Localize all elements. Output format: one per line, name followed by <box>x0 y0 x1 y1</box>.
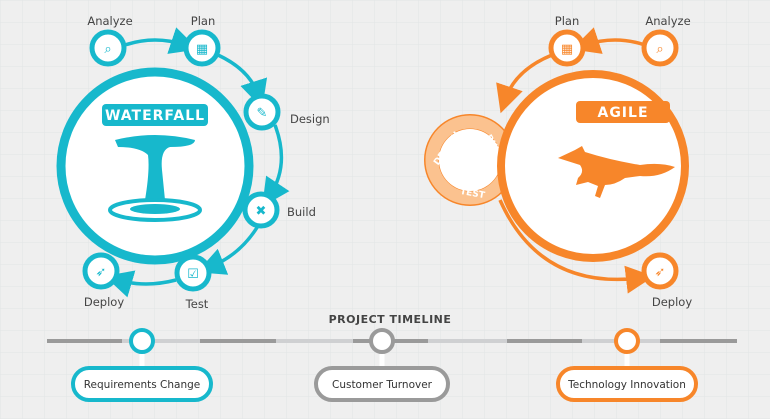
step-node-analyze[interactable] <box>641 29 679 67</box>
event-label-requirements: Requirements Change <box>84 379 201 391</box>
build-tools-icon: ✖ <box>256 204 267 219</box>
step-label-deploy: Deploy <box>652 295 692 309</box>
running-fox-icon <box>558 146 675 198</box>
timeline-marker-requirements[interactable] <box>129 328 155 354</box>
timeline-marker-technology[interactable] <box>614 328 640 354</box>
step-node-plan[interactable] <box>183 29 221 67</box>
flow-arrow <box>571 27 646 54</box>
test-checklist-icon: ☑ <box>187 267 199 282</box>
event-pill-customer[interactable] <box>314 366 450 402</box>
step-node-build[interactable] <box>242 191 280 229</box>
analyze-icon: ⌕ <box>656 42 663 57</box>
waterfall-badge <box>102 104 208 126</box>
timeline-title: PROJECT TIMELINE <box>329 313 452 326</box>
step-node-analyze[interactable] <box>89 29 127 67</box>
step-label-plan: Plan <box>191 14 215 28</box>
flow-arrow <box>197 225 260 275</box>
cycle-test: TEST <box>459 187 486 201</box>
plan-board-icon: ▦ <box>196 42 208 57</box>
flow-arrow <box>496 53 553 114</box>
step-node-design[interactable] <box>243 93 281 131</box>
flow-arrow <box>498 199 654 294</box>
step-label-test: Test <box>185 297 209 311</box>
flow-arrow <box>104 270 177 298</box>
event-pill-technology[interactable] <box>556 366 698 402</box>
waterfall-section: WATERFALL ⌕ ▦ ✎ ✖ ☑ ➶ Analyze Plan Desig… <box>56 14 330 311</box>
plan-board-icon: ▦ <box>561 42 573 57</box>
step-label-build: Build <box>287 205 316 219</box>
analyze-icon: ⌕ <box>104 42 111 57</box>
step-node-deploy[interactable] <box>82 252 120 290</box>
step-node-plan[interactable] <box>548 29 586 67</box>
project-timeline: PROJECT TIMELINE Requirements Change Cus… <box>47 313 737 402</box>
deploy-rocket-icon: ➶ <box>96 265 107 280</box>
step-label-plan: Plan <box>555 14 579 28</box>
step-label-analyze: Analyze <box>645 14 690 28</box>
event-pill-requirements[interactable] <box>71 366 213 402</box>
flow-arrow <box>124 27 199 54</box>
deploy-rocket-icon: ➶ <box>655 265 666 280</box>
flow-arrow <box>262 124 290 207</box>
timeline-marker-customer[interactable] <box>369 328 395 354</box>
agile-title: AGILE <box>597 105 648 121</box>
step-label-analyze: Analyze <box>87 14 132 28</box>
event-label-customer: Customer Turnover <box>332 379 433 391</box>
step-label-design: Design <box>290 112 330 126</box>
event-label-technology: Technology Innovation <box>567 379 686 391</box>
waterfall-fountain-icon <box>108 135 202 222</box>
waterfall-title: WATERFALL <box>105 108 205 124</box>
flow-arrow <box>217 53 268 109</box>
step-label-deploy: Deploy <box>84 295 124 309</box>
waterfall-steps <box>82 29 281 292</box>
agile-section: DESIGN BUILD TEST AGILE ▦ ⌕ ➶ Plan Analy… <box>424 14 692 309</box>
agile-badge <box>576 101 670 123</box>
design-brush-icon: ✎ <box>257 106 268 121</box>
step-node-test[interactable] <box>174 254 212 292</box>
step-node-deploy[interactable] <box>641 252 679 290</box>
